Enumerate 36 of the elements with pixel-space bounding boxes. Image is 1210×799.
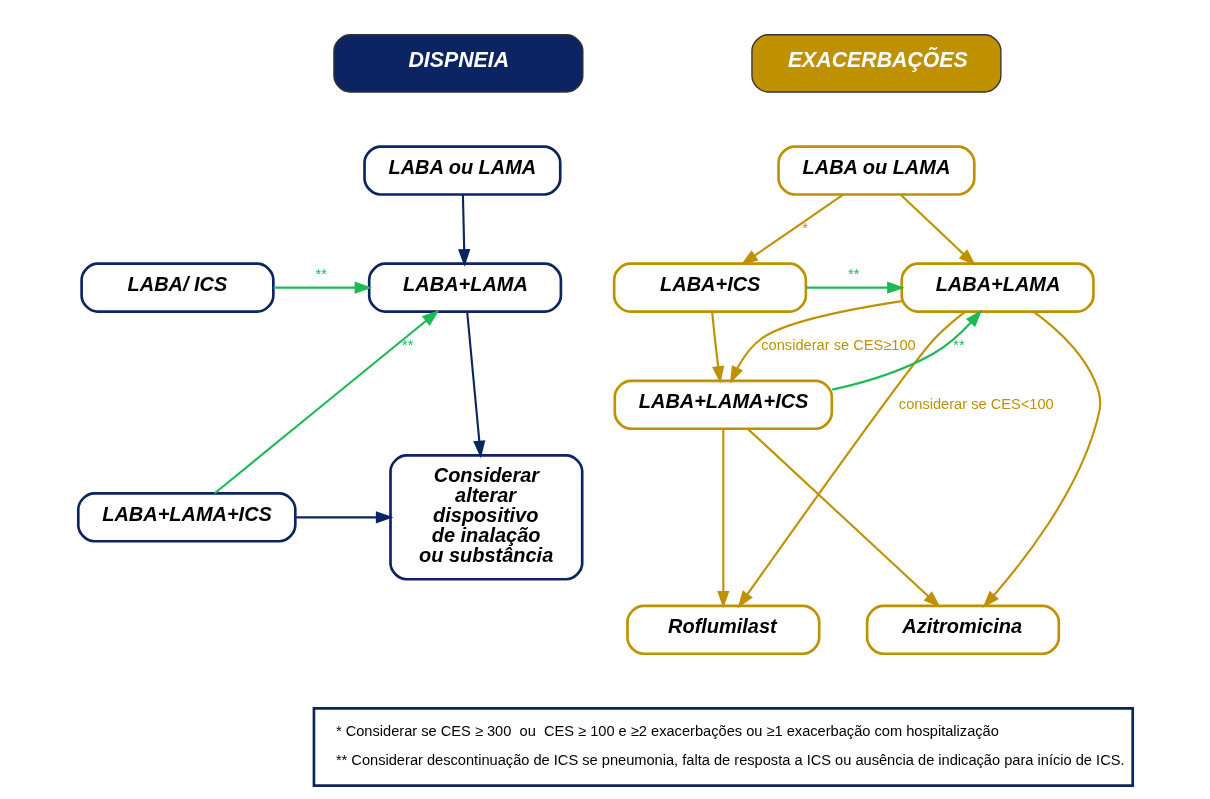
arrow [295,511,393,524]
arrow [899,194,976,266]
arrow [273,281,372,294]
edge-label: ** [401,336,413,353]
node-box: LABA ou LAMA [362,145,562,196]
arrow [710,311,724,384]
edge-label: considerar se CES<100 [898,395,1054,412]
node-box: LABA ou LAMA [776,145,976,196]
node-box: LABA+LAMA [899,262,1095,313]
arrow [457,195,470,267]
arrow [213,310,439,495]
node-box: LABA+LAMA+ICS [76,492,297,543]
node-box: DISPNEIA [332,34,584,93]
edge-label: * [801,219,808,236]
node-box: Azitromicina [865,604,1060,656]
arrow [716,429,729,609]
node-box: * Considerar se CES ≥ 300 ou CES ≥ 100 e ≥2 exacerbações ou ≥1 exacerbação com hospitalização ** Considerar descontinuação de ICS se pneumonia, falta de resposta a ICS ou ausência de indicação para início de ICS. [312,707,1134,787]
arrow [831,309,982,391]
arrow [465,311,485,459]
node-box: Considerar alterar dispositivo de inalação ou substância [388,454,584,581]
arrow [740,193,844,266]
edge-label: ** [952,336,965,353]
edge-label: considerar se CES≥100 [760,336,916,353]
arrow [729,300,902,384]
arrow [805,281,905,294]
arrow [982,311,1101,609]
node-box: Roflumilast [625,604,820,656]
node-box: LABA+LAMA [367,262,562,313]
node-box: LABA+LAMA+ICS [613,379,833,431]
edge-label: ** [315,266,327,283]
arrow [737,311,966,609]
node-box: EXACERBAÇÕES [750,34,1002,93]
arrow [746,428,941,608]
edge-label: ** [847,266,859,283]
node-box: LABA/ ICS [79,262,275,313]
node-box: LABA+ICS [612,262,807,313]
